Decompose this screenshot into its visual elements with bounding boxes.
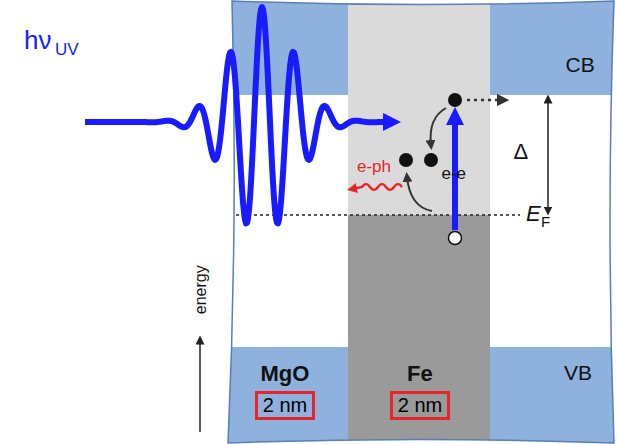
process-label: e-ph xyxy=(357,158,391,177)
energy-axis xyxy=(199,340,201,432)
escape-arrow xyxy=(467,99,503,102)
photon-subscript: UV xyxy=(55,41,79,60)
fe-empty-states xyxy=(348,0,490,215)
hole xyxy=(449,232,462,245)
phonon-arrow xyxy=(352,184,402,190)
electron xyxy=(424,153,438,167)
fermi-subscript: F xyxy=(541,214,550,231)
band-name: VB xyxy=(564,361,592,384)
uv-pulse xyxy=(85,7,392,223)
secondary-arrow xyxy=(407,177,432,211)
electron xyxy=(399,153,413,167)
fe-filled-states xyxy=(348,215,490,444)
thickness-label: 2 nm xyxy=(398,394,442,417)
process-label: e-e xyxy=(442,165,467,184)
gap-symbol: Δ xyxy=(514,140,529,164)
scale-box: 2 nm xyxy=(390,391,450,420)
axis-label: energy xyxy=(191,265,209,314)
photon-energy: hν xyxy=(24,26,51,55)
layer-name: Fe xyxy=(407,362,433,386)
fermi-symbol: E xyxy=(526,202,541,226)
band-name: CB xyxy=(566,53,595,76)
thickness-label: 2 nm xyxy=(263,394,307,417)
gap-arrow xyxy=(547,99,549,211)
layer-name: MgO xyxy=(261,362,310,386)
electron xyxy=(448,93,462,107)
scale-box: 2 nm xyxy=(255,391,315,420)
relaxation-arrow xyxy=(431,108,446,145)
panel-outline xyxy=(228,1,614,443)
